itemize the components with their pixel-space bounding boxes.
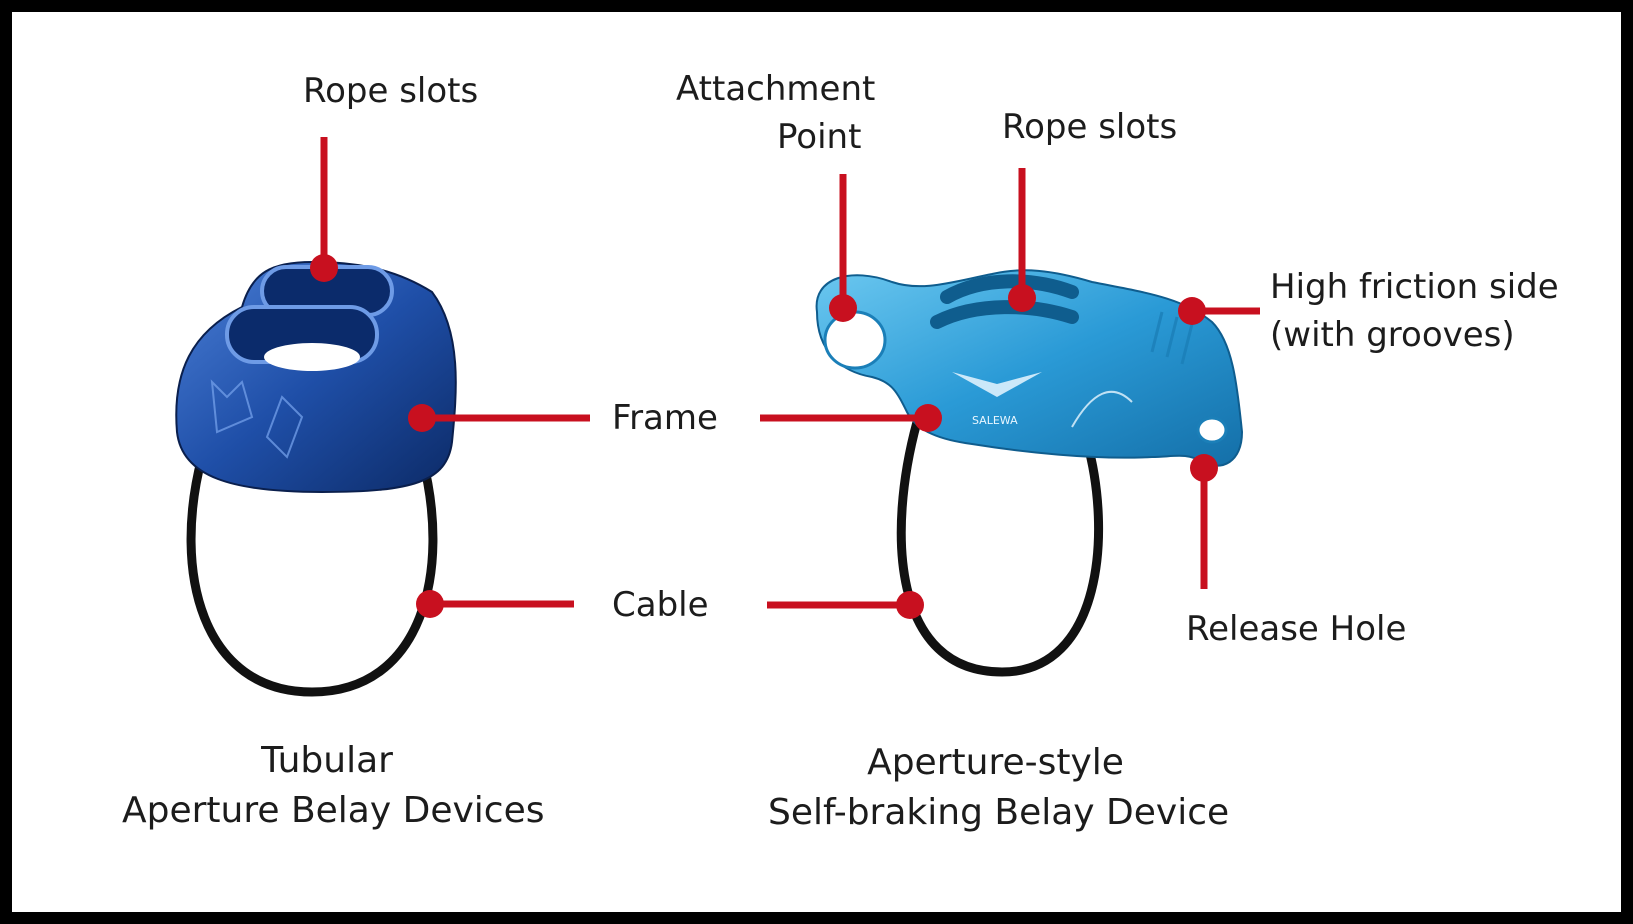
caption-right-line1: Aperture-style: [867, 742, 1124, 783]
right-salewa-mark: [952, 372, 1042, 397]
right-cable: [896, 417, 1103, 677]
caption-left-line2: Aperture Belay Devices: [122, 790, 545, 831]
device-brand-text: SALEWA: [972, 414, 1018, 427]
label-left-rope-slots: Rope slots: [303, 71, 479, 111]
label-high-friction-line2: (with grooves): [1270, 315, 1515, 355]
label-attachment-point-line1: Attachment: [676, 69, 876, 109]
dot-left-rope-slots: [310, 254, 338, 282]
release-hole: [1196, 416, 1228, 444]
dot-right-frame: [914, 404, 942, 432]
friction-grooves: [1150, 311, 1194, 365]
label-cable: Cable: [612, 585, 709, 625]
dot-high-friction: [1178, 297, 1206, 325]
caption-right: Aperture-style Self-braking Belay Device: [768, 738, 1230, 838]
label-release-hole: Release Hole: [1186, 609, 1407, 649]
right-rope-slot-back: [940, 274, 1079, 304]
dot-left-frame: [408, 404, 436, 432]
diagram-canvas: SALEWA Rope slots Attach: [12, 12, 1621, 912]
tubular-belay-device: [175, 260, 457, 697]
label-right-rope-slots: Rope slots: [1002, 107, 1178, 147]
right-climber-mark: [1071, 390, 1133, 428]
dot-right-rope-slots: [1008, 284, 1036, 312]
dot-left-cable: [416, 590, 444, 618]
caption-left: Tubular Aperture Belay Devices: [122, 736, 545, 836]
left-cable: [186, 452, 438, 697]
diagram-artwork: SALEWA: [175, 137, 1260, 697]
dot-attachment-point: [829, 294, 857, 322]
left-slot-hole: [264, 343, 360, 371]
caption-right-line2: Self-braking Belay Device: [768, 792, 1230, 833]
callout-dots: [310, 254, 1218, 619]
left-diamond-mark: [265, 395, 304, 459]
self-braking-belay-device: SALEWA: [815, 269, 1244, 677]
label-attachment-point-line2: Point: [777, 117, 862, 157]
left-logo-mark: [210, 379, 254, 434]
right-rope-slot-front: [930, 300, 1079, 329]
dot-release-hole: [1190, 454, 1218, 482]
dot-right-cable: [896, 591, 924, 619]
attachment-hole: [823, 310, 887, 370]
caption-left-line1: Tubular: [261, 740, 393, 781]
label-high-friction-line1: High friction side: [1270, 267, 1559, 307]
label-frame: Frame: [612, 398, 718, 438]
